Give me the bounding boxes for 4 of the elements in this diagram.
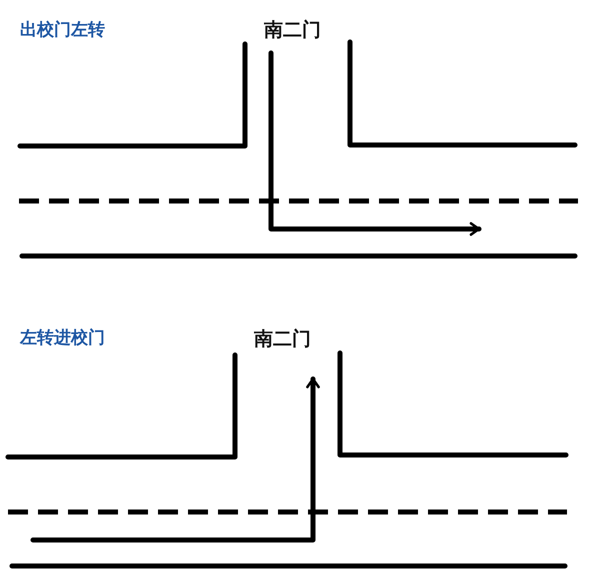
panel-title: 左转进校门: [20, 329, 105, 346]
gate-label: 南二门: [264, 21, 321, 40]
panel-title: 出校门左转: [20, 21, 105, 38]
gate-label: 南二门: [254, 330, 311, 349]
